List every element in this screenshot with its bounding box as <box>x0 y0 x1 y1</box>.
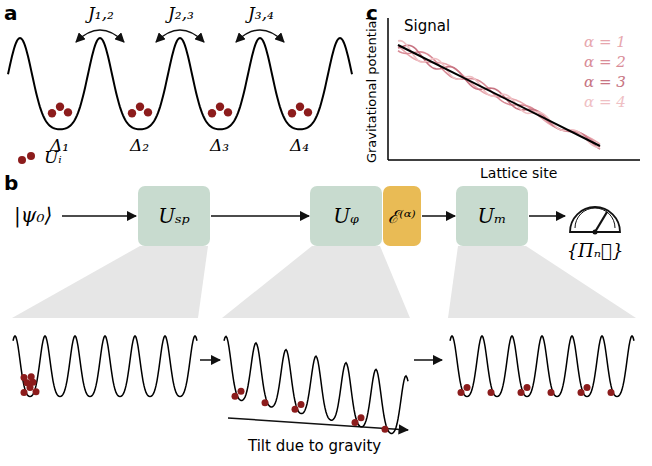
atom <box>48 109 56 117</box>
atom <box>548 389 555 396</box>
atom <box>21 374 28 381</box>
atom <box>358 414 365 421</box>
error-channel-box: ℰ⁽ᵅ⁾ <box>383 186 421 246</box>
math-label: Δ₃ <box>210 136 229 155</box>
atom <box>382 426 389 433</box>
input-arrow <box>62 215 136 217</box>
lattice-potential <box>8 38 352 129</box>
unitary-box: Uₘ <box>456 186 528 246</box>
atom <box>296 103 304 111</box>
atom <box>33 388 40 395</box>
flow-arrow <box>422 215 455 217</box>
signal-trace <box>398 41 600 148</box>
operator-label: ℰ⁽ᵅ⁾ <box>388 204 416 228</box>
text-label: α = 1 <box>584 34 626 51</box>
lattice-potential <box>13 336 197 397</box>
tunneling-arrow <box>156 30 204 42</box>
atom <box>292 406 299 413</box>
atom <box>524 384 531 391</box>
meter-dial <box>566 192 624 236</box>
atom <box>136 103 144 111</box>
operator-label: Uₘ <box>477 204 506 228</box>
step-arrow <box>200 359 220 361</box>
atom <box>216 103 224 111</box>
atom <box>128 109 136 117</box>
atom <box>144 108 152 116</box>
math-label: |ψ₀⟩ <box>14 204 52 226</box>
atom <box>352 419 359 426</box>
math-label: J₃,₄ <box>248 4 274 23</box>
text-label: α = 3 <box>584 74 626 91</box>
zoom-cone <box>12 246 208 318</box>
atom <box>488 389 495 396</box>
atom <box>518 389 525 396</box>
zoom-cone <box>222 246 410 318</box>
atom <box>304 108 312 116</box>
lattice-potential <box>450 336 634 397</box>
signal-line <box>398 45 600 146</box>
operator-label: Uₛₚ <box>158 204 190 228</box>
outcome-label: {Πₙ⃗} <box>567 240 624 261</box>
measurement-meter: {Πₙ⃗} <box>566 192 624 236</box>
atom <box>464 384 471 391</box>
math-label: J₁,₂ <box>88 4 114 23</box>
atom <box>232 393 239 400</box>
atom <box>208 109 216 117</box>
unitary-box: Uₛₚ <box>138 186 210 246</box>
lattice-potential <box>224 336 408 433</box>
atom <box>584 384 591 391</box>
atom <box>56 103 64 111</box>
atom <box>64 108 72 116</box>
atom <box>28 373 35 380</box>
atom <box>578 389 585 396</box>
flow-arrow <box>529 215 565 217</box>
unitary-box: Uᵩ <box>310 186 382 246</box>
atom <box>608 389 615 396</box>
tunneling-arrow <box>76 30 124 42</box>
atom <box>18 156 26 164</box>
flow-arrow <box>211 215 309 217</box>
tunneling-arrow <box>236 30 284 42</box>
tilt-arrow <box>228 418 408 430</box>
text-label: Lattice site <box>480 166 557 181</box>
math-label: J₂,₃ <box>168 4 194 23</box>
math-label: Uᵢ <box>44 148 62 167</box>
x-axis <box>388 159 640 161</box>
signal-trace <box>398 45 600 149</box>
text-label: Gravitational potential <box>365 17 379 163</box>
text-label: Tilt due to gravity <box>248 438 381 455</box>
atom <box>224 108 232 116</box>
atom <box>21 389 28 396</box>
atom <box>458 389 465 396</box>
atom <box>298 401 305 408</box>
y-axis <box>387 18 389 160</box>
text-label: α = 4 <box>584 94 626 111</box>
text-label: α = 2 <box>584 54 626 71</box>
panel-letter: b <box>4 172 18 194</box>
atom <box>238 388 245 395</box>
step-arrow <box>414 359 442 361</box>
atom <box>288 109 296 117</box>
panel-letter: a <box>4 2 18 24</box>
math-label: Δ₄ <box>290 136 309 155</box>
text-label: Signal <box>404 18 450 35</box>
atom <box>262 399 269 406</box>
operator-label: Uᵩ <box>333 204 359 228</box>
math-label: Δ₂ <box>130 136 149 155</box>
atom <box>27 152 35 160</box>
